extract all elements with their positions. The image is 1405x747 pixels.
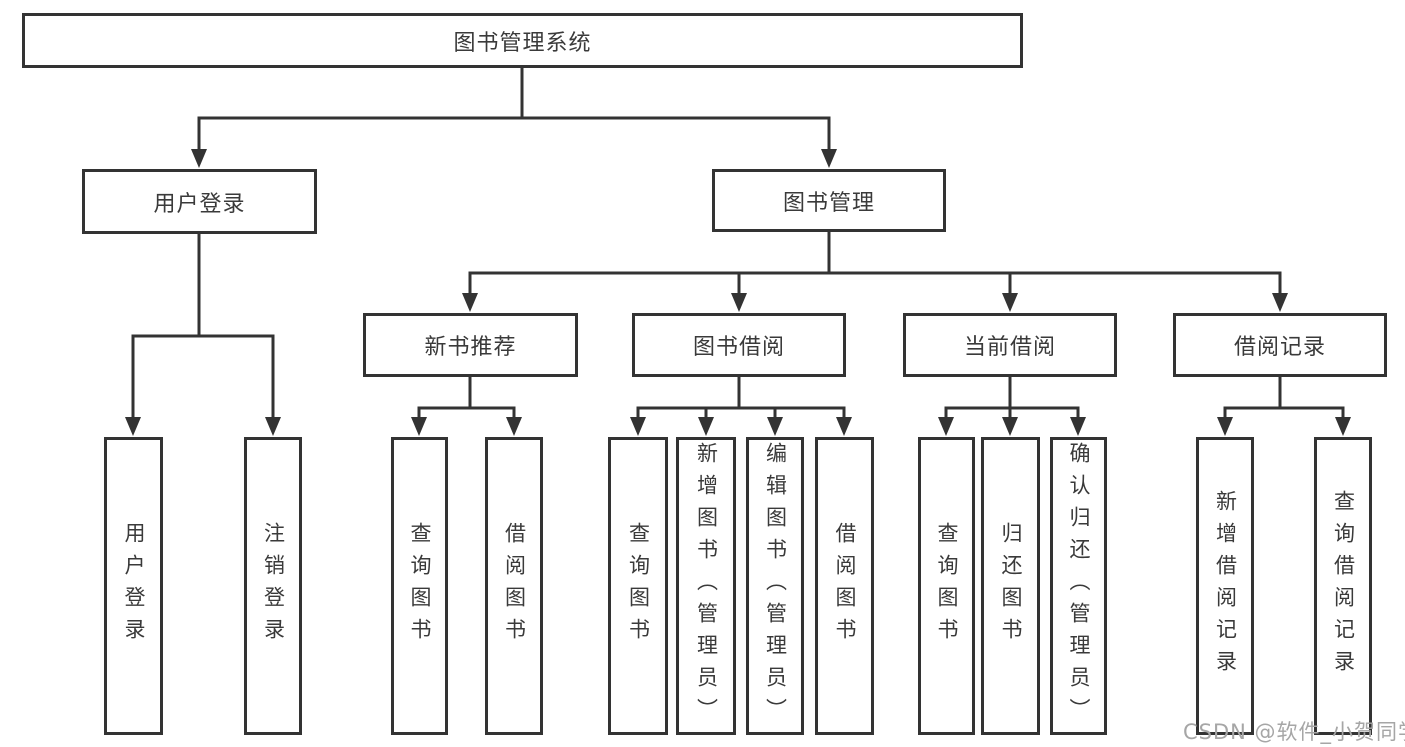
connector-edges [131, 68, 1345, 425]
leaf-user-login-box: 用户登录 [104, 437, 163, 735]
leaf-add-borrow-record-label: 新增借阅记录 [1213, 490, 1238, 682]
leaf-edit-book-label: 编辑图书（管理员） [763, 442, 788, 730]
leaf-query-book-1-box: 查询图书 [391, 437, 448, 735]
leaf-add-book-box: 新增图书（管理员） [676, 437, 736, 735]
leaf-query-book-3-label: 查询图书 [935, 522, 959, 650]
node-book-borrow-label: 图书借阅 [692, 335, 785, 360]
leaf-borrow-book-2-label: 借阅图书 [833, 522, 857, 650]
node-root-box: 图书管理系统 [22, 13, 1023, 68]
leaf-borrow-book-2-box: 借阅图书 [815, 437, 874, 735]
node-borrow-records-label: 借阅记录 [1233, 335, 1326, 360]
leaf-borrow-book-1-label: 借阅图书 [502, 522, 527, 650]
node-new-book-rec-box: 新书推荐 [363, 313, 578, 377]
leaf-confirm-return-box: 确认归还（管理员） [1050, 437, 1107, 735]
leaf-add-borrow-record-box: 新增借阅记录 [1196, 437, 1254, 735]
node-user-login-label: 用户登录 [153, 191, 246, 217]
leaf-query-book-3-box: 查询图书 [918, 437, 975, 735]
leaf-query-book-2-box: 查询图书 [608, 437, 668, 735]
leaf-return-book-box: 归还图书 [981, 437, 1040, 735]
node-book-borrow-box: 图书借阅 [632, 313, 846, 377]
leaf-logout-label: 注销登录 [261, 522, 286, 650]
node-book-mgmt-label: 图书管理 [782, 190, 875, 216]
leaf-return-book-label: 归还图书 [999, 522, 1023, 650]
node-borrow-records-box: 借阅记录 [1173, 313, 1387, 377]
leaf-user-login-label: 用户登录 [122, 522, 146, 650]
node-user-login-box: 用户登录 [82, 169, 317, 234]
node-root-label: 图书管理系统 [453, 30, 592, 56]
leaf-query-book-2-label: 查询图书 [626, 522, 651, 650]
node-new-book-rec-label: 新书推荐 [424, 335, 517, 360]
node-book-mgmt-box: 图书管理 [712, 169, 946, 232]
leaf-edit-book-box: 编辑图书（管理员） [746, 437, 804, 735]
leaf-query-borrow-record-box: 查询借阅记录 [1314, 437, 1372, 735]
node-current-borrow-label: 当前借阅 [963, 335, 1056, 360]
leaf-logout-box: 注销登录 [244, 437, 302, 735]
csdn-watermark: CSDN @软件_小贺同学 [1183, 720, 1405, 744]
leaf-confirm-return-label: 确认归还（管理员） [1067, 442, 1091, 730]
leaf-query-borrow-record-label: 查询借阅记录 [1331, 490, 1356, 682]
leaf-add-book-label: 新增图书（管理员） [694, 442, 719, 730]
leaf-borrow-book-1-box: 借阅图书 [485, 437, 543, 735]
leaf-query-book-1-label: 查询图书 [408, 522, 432, 650]
node-current-borrow-box: 当前借阅 [903, 313, 1117, 377]
